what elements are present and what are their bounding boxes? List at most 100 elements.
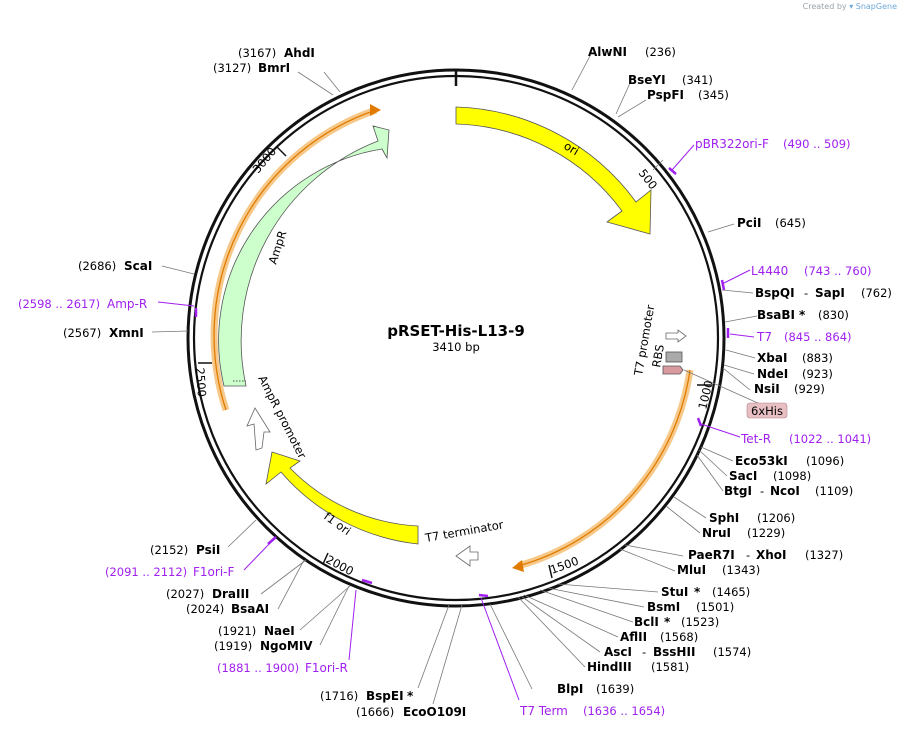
site-bsmi-name: BsmI <box>647 600 680 614</box>
site-saci[interactable]: SacI (1098) <box>729 469 811 483</box>
site-paer7i-xhoi[interactable]: PaeR7I - XhoI (1327) <box>688 548 843 562</box>
site-eco0109i[interactable]: (1666) EcoO109I <box>356 705 466 719</box>
ampr-feature <box>218 125 390 387</box>
site-xbai-name: XbaI <box>757 351 787 365</box>
site-btgi-name: BtgI <box>724 484 752 498</box>
site-bspqi-sep: - <box>804 286 808 300</box>
site-bspei-star: * <box>407 689 414 703</box>
primer-f1ori-r[interactable]: (1881 .. 1900) F1ori-R <box>217 661 348 675</box>
site-ndei[interactable]: NdeI (923) <box>757 367 833 381</box>
site-bspqi-name: BspQI <box>755 286 795 300</box>
site-xmni[interactable]: (2567) XmnI <box>63 326 144 340</box>
primer-tet-r-name: Tet-R <box>740 432 771 446</box>
site-sphi-name: SphI <box>709 511 739 525</box>
site-btgi-ncoi[interactable]: BtgI - NcoI (1109) <box>724 484 853 498</box>
site-stui[interactable]: StuI * (1465) <box>661 585 750 599</box>
primer-amp-r-range: (2598 .. 2617) <box>18 297 100 311</box>
primer-pbr322ori-f-range: (490 .. 509) <box>783 137 851 151</box>
his-tag-label: 6xHis <box>751 404 783 418</box>
site-ndei-name: NdeI <box>757 367 788 381</box>
site-aflii[interactable]: AflII (1568) <box>620 630 698 644</box>
site-bseyi[interactable]: BseYI (341) <box>628 73 713 87</box>
primer-pbr322ori-f[interactable]: pBR322ori-F (490 .. 509) <box>695 137 851 151</box>
site-eco53ki[interactable]: Eco53kI (1096) <box>735 454 844 468</box>
site-pcii[interactable]: PciI (645) <box>737 216 806 230</box>
site-asci-bsshii[interactable]: AscI - BssHII (1574) <box>604 645 751 659</box>
site-bseyi-pos: (341) <box>682 73 713 87</box>
primer-l4440[interactable]: L4440 (743 .. 760) <box>751 264 872 278</box>
site-bmri[interactable]: (3127) BmrI <box>213 61 290 75</box>
site-pspfi-pos: (345) <box>698 88 729 102</box>
site-xbai[interactable]: XbaI (883) <box>757 351 833 365</box>
primer-t7[interactable]: T7 (845 .. 864) <box>756 330 852 344</box>
site-ngomiv-pos: (1919) <box>214 639 252 653</box>
site-sapi-name: SapI <box>815 286 845 300</box>
site-hindiii[interactable]: HindIII (1581) <box>587 660 689 674</box>
site-bspei[interactable]: (1716) BspEI * <box>320 689 414 703</box>
ori-label: ori <box>561 139 581 159</box>
site-bsaai-name: BsaAI <box>231 602 269 616</box>
site-ngomiv[interactable]: (1919) NgoMIV <box>214 639 313 653</box>
site-aflii-pos: (1568) <box>660 630 698 644</box>
site-nrui[interactable]: NruI (1229) <box>702 526 785 540</box>
site-bsmi[interactable]: BsmI (1501) <box>647 600 734 614</box>
site-aflii-name: AflII <box>620 630 647 644</box>
primer-amp-r[interactable]: (2598 .. 2617) Amp-R <box>18 297 147 311</box>
site-ahdi[interactable]: (3167) AhdI <box>238 46 315 60</box>
site-ngomiv-name: NgoMIV <box>260 639 313 653</box>
site-psii[interactable]: (2152) PsiI <box>150 543 220 557</box>
site-stui-pos: (1465) <box>712 585 750 599</box>
primer-f1ori-f[interactable]: (2091 .. 2112) F1ori-F <box>105 565 234 579</box>
site-nrui-name: NruI <box>702 526 731 540</box>
site-bseyi-name: BseYI <box>628 73 666 87</box>
primer-tet-r[interactable]: Tet-R (1022 .. 1041) <box>740 432 871 446</box>
site-bspqi-sapi[interactable]: BspQI - SapI (762) <box>755 286 892 300</box>
site-naei-name: NaeI <box>264 624 295 638</box>
orf-upper-left-line <box>213 109 377 411</box>
site-scai-name: ScaI <box>124 259 152 273</box>
site-ahdi-pos: (3167) <box>238 46 276 60</box>
site-bcli[interactable]: BclI * (1523) <box>634 615 719 629</box>
site-mlui[interactable]: MluI (1343) <box>677 563 760 577</box>
site-draiii[interactable]: (2027) DraIII <box>166 587 249 601</box>
site-bspei-pos: (1716) <box>320 689 358 703</box>
ampr-promoter-feature <box>246 407 271 451</box>
orf-upper-left-head <box>370 104 381 116</box>
site-bmri-pos: (3127) <box>213 61 251 75</box>
site-hindiii-pos: (1581) <box>651 660 689 674</box>
primer-l4440-range: (743 .. 760) <box>804 264 872 278</box>
site-alwni[interactable]: AlwNI (236) <box>588 45 676 59</box>
site-stui-name: StuI <box>661 585 688 599</box>
site-blpi[interactable]: BlpI (1639) <box>557 682 634 696</box>
site-naei[interactable]: (1921) NaeI <box>218 624 295 638</box>
site-stui-star: * <box>694 585 701 599</box>
site-sphi[interactable]: SphI (1206) <box>709 511 795 525</box>
credit-text: Created by <box>802 2 847 11</box>
site-pspfi[interactable]: PspFI (345) <box>647 88 729 102</box>
primer-t7-term-name: T7 Term <box>519 704 568 718</box>
site-mlui-pos: (1343) <box>722 563 760 577</box>
orf-right <box>517 369 694 570</box>
site-nsii-pos: (929) <box>794 382 825 396</box>
site-bsaai[interactable]: (2024) BsaAI <box>186 602 269 616</box>
primer-pbr322ori-f-name: pBR322ori-F <box>695 137 769 151</box>
site-bsabi[interactable]: BsaBI * (830) <box>757 308 849 322</box>
snapgene-brand: SnapGene <box>855 2 897 11</box>
site-xmni-pos: (2567) <box>63 326 101 340</box>
rbs-label: RBS <box>649 343 667 368</box>
site-bsaai-pos: (2024) <box>186 602 224 616</box>
t7-terminator-label: T7 terminator <box>423 517 505 545</box>
his-tag-feature <box>662 365 684 375</box>
site-blpi-name: BlpI <box>557 682 583 696</box>
primer-t7-term[interactable]: T7 Term (1636 .. 1654) <box>519 704 665 718</box>
primer-f1ori-r-name: F1ori-R <box>305 661 348 675</box>
site-nsii[interactable]: NsiI (929) <box>754 382 825 396</box>
site-sphi-pos: (1206) <box>757 511 795 525</box>
site-alwni-name: AlwNI <box>588 45 627 59</box>
site-blpi-pos: (1639) <box>596 682 634 696</box>
site-psii-pos: (2152) <box>150 543 188 557</box>
site-pcii-name: PciI <box>737 216 762 230</box>
plasmid-length: 3410 bp <box>432 340 480 354</box>
site-ndei-pos: (923) <box>802 367 833 381</box>
site-scai[interactable]: (2686) ScaI <box>78 259 152 273</box>
